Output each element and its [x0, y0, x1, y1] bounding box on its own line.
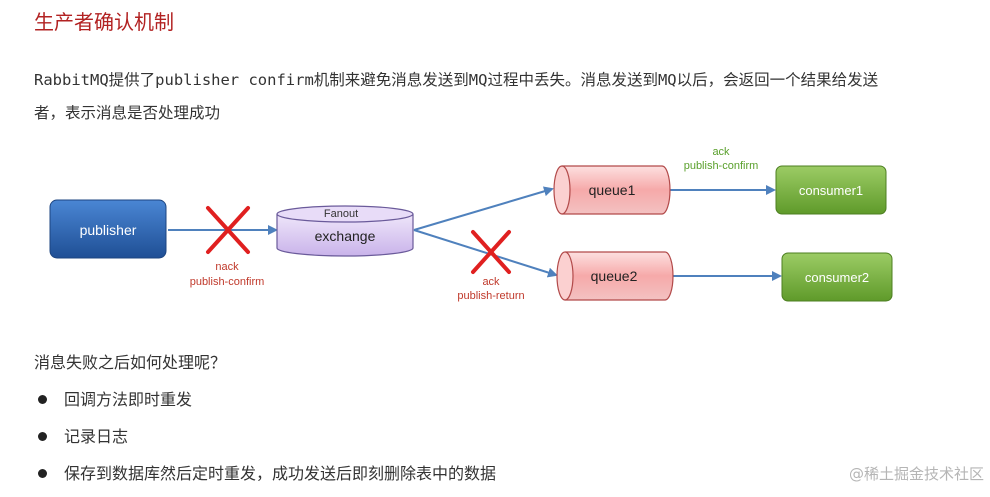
bullet-icon [38, 432, 47, 441]
consumer2-label: consumer2 [805, 270, 869, 285]
list-item: 保存到数据库然后定时重发，成功发送后即刻删除表中的数据 [38, 460, 496, 497]
publisher-label: publisher [80, 222, 137, 238]
queue2-label: queue2 [591, 268, 638, 284]
exchange-type-label: Fanout [324, 208, 358, 220]
ack-confirm-label: ack [712, 146, 730, 158]
intro-line-2: 者，表示消息是否处理成功 [34, 104, 221, 122]
bullet-icon [38, 395, 47, 404]
page-title: 生产者确认机制 [34, 10, 174, 34]
confirm-diagram: publisher Fanout exchange queue1 queue2 … [49, 146, 893, 302]
solution-list: 回调方法即时重发 记录日志 保存到数据库然后定时重发，成功发送后即刻删除表中的数… [38, 386, 496, 497]
failure-cross-icon [206, 206, 250, 254]
ack-return-label: ack [482, 276, 500, 288]
question-text: 消息失败之后如何处理呢？ [34, 353, 227, 372]
failure-cross-icon [471, 230, 511, 274]
list-item: 回调方法即时重发 [38, 386, 496, 423]
queue1-label: queue1 [589, 182, 636, 198]
list-item-text: 保存到数据库然后定时重发，成功发送后即刻删除表中的数据 [64, 464, 497, 483]
arrow-exchange-queue2 [413, 229, 558, 278]
exchange-node: Fanout exchange [276, 205, 414, 257]
bullet-icon [38, 469, 47, 478]
consumer1-label: consumer1 [799, 183, 863, 198]
queue1-node: queue1 [553, 165, 671, 215]
consumer1-node: consumer1 [775, 165, 887, 215]
ack-return-sub-label: publish-return [457, 290, 524, 302]
nack-sub-label: publish-confirm [190, 276, 265, 288]
queue2-node: queue2 [556, 251, 674, 301]
nack-label: nack [215, 261, 239, 273]
exchange-label: exchange [315, 228, 376, 244]
ack-confirm-sub-label: publish-confirm [684, 160, 759, 172]
intro-paragraph: RabbitMQ提供了publisher confirm机制来避免消息发送到MQ… [34, 64, 974, 130]
arrow-exchange-queue1 [413, 186, 554, 231]
list-item: 记录日志 [38, 423, 496, 460]
list-item-text: 记录日志 [64, 427, 129, 446]
list-item-text: 回调方法即时重发 [64, 390, 193, 409]
intro-line-1: RabbitMQ提供了publisher confirm机制来避免消息发送到MQ… [34, 71, 879, 89]
publisher-node: publisher [49, 199, 167, 259]
consumer2-node: consumer2 [781, 252, 893, 302]
watermark: @稀土掘金技术社区 [848, 465, 984, 483]
